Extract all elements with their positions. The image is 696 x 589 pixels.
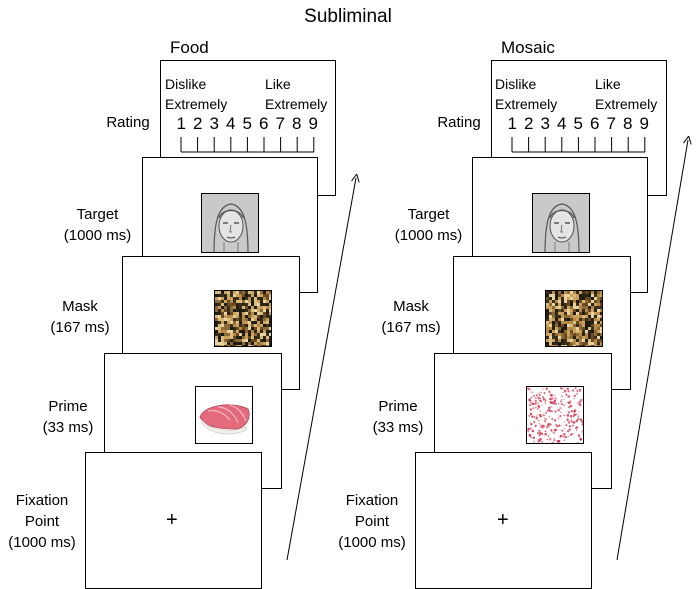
mask-noise-image (214, 290, 272, 347)
fixation-frame (85, 452, 262, 589)
mask-noise-image (545, 290, 603, 347)
scale-number: 3 (540, 114, 550, 133)
scale-number: 9 (308, 114, 318, 133)
like-anchor: Like Extremely (595, 76, 658, 112)
scale-number: 2 (524, 114, 534, 133)
dislike-anchor: Dislike Extremely (495, 76, 558, 112)
scale-number: 1 (176, 114, 186, 133)
dislike-anchor: Dislike Extremely (165, 76, 228, 112)
scale-number: 6 (590, 114, 600, 133)
fixation-label: Fixation Point (1000 ms) (8, 492, 76, 551)
fixation-frame (415, 452, 592, 589)
condition-title-mosaic: Mosaic (501, 38, 555, 57)
scale-number: 1 (507, 114, 517, 133)
like-anchor: Like Extremely (265, 76, 328, 112)
target-face-image (201, 193, 259, 253)
noise-mosaic-icon (215, 291, 271, 346)
target-label: Target (1000 ms) (63, 206, 132, 244)
rating-label: Rating (437, 114, 481, 131)
scale-number: 5 (573, 114, 583, 133)
prime-mosaic-image (526, 386, 584, 444)
prime-label: Prime (33 ms) (372, 398, 424, 436)
mask-label: Mask (167 ms) (50, 298, 110, 336)
noise-mosaic-icon (546, 291, 602, 346)
prime-label: Prime (33 ms) (42, 398, 94, 436)
scale-number: 5 (242, 114, 252, 133)
scale-number: 3 (209, 114, 219, 133)
time-arrow (616, 140, 688, 561)
face-drawing-icon (544, 203, 580, 252)
mask-label: Mask (167 ms) (381, 298, 441, 336)
scale-number: 8 (292, 114, 302, 133)
fixation-cross: + (166, 509, 178, 531)
face-drawing-icon (213, 203, 249, 252)
condition-title-food: Food (170, 38, 209, 57)
fixation-cross: + (497, 509, 509, 531)
rating-scale-line (511, 137, 646, 153)
scale-number: 9 (639, 114, 649, 133)
target-label: Target (1000 ms) (394, 206, 463, 244)
scale-number: 7 (606, 114, 616, 133)
scale-number: 7 (275, 114, 285, 133)
scale-number: 2 (193, 114, 203, 133)
scale-number: 4 (557, 114, 567, 133)
fixation-label: Fixation Point (1000 ms) (338, 492, 406, 551)
prime-food-image (195, 386, 253, 444)
red-dot-mosaic-icon (527, 387, 583, 443)
diagram-title: Subliminal (304, 6, 392, 27)
time-arrow (286, 178, 356, 561)
sushi-food-icon (199, 404, 250, 435)
rating-scale-line (180, 137, 315, 153)
scale-number: 8 (623, 114, 633, 133)
target-face-image (532, 193, 590, 253)
scale-number: 4 (226, 114, 236, 133)
rating-label: Rating (106, 114, 150, 131)
scale-number: 6 (259, 114, 269, 133)
